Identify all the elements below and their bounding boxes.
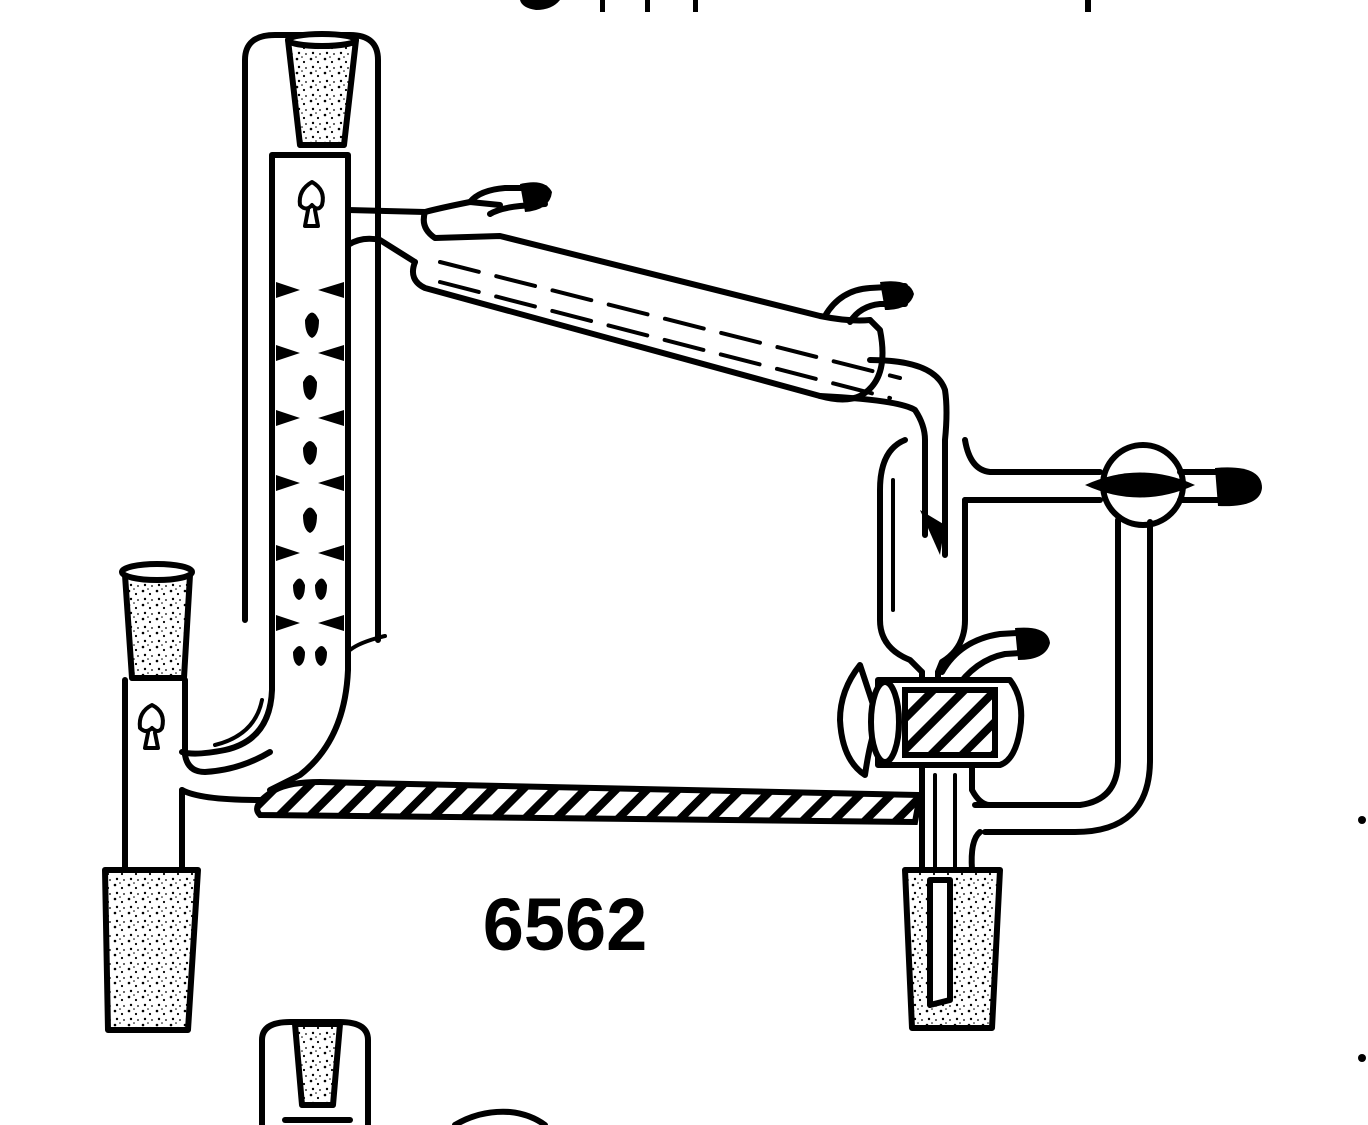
top-edge-fragments [520, 0, 1091, 12]
catalog-number-label: 6562 [483, 883, 648, 966]
vigreux-indentations [276, 282, 344, 666]
condenser-column [179, 31, 387, 793]
hatched-bridge-tube [254, 778, 924, 826]
lower-stopcock [837, 662, 1025, 778]
spade-mark-icon [297, 180, 325, 228]
margin-specks [1358, 816, 1366, 1062]
upper-stopcock [972, 442, 1262, 835]
right-outlet [902, 762, 1003, 1031]
spade-mark-icon [137, 703, 165, 750]
left-neck [102, 561, 313, 1033]
inclined-condenser [345, 182, 950, 558]
bottom-figure-fragment [259, 1019, 548, 1125]
receiver-bulb [877, 437, 1103, 693]
